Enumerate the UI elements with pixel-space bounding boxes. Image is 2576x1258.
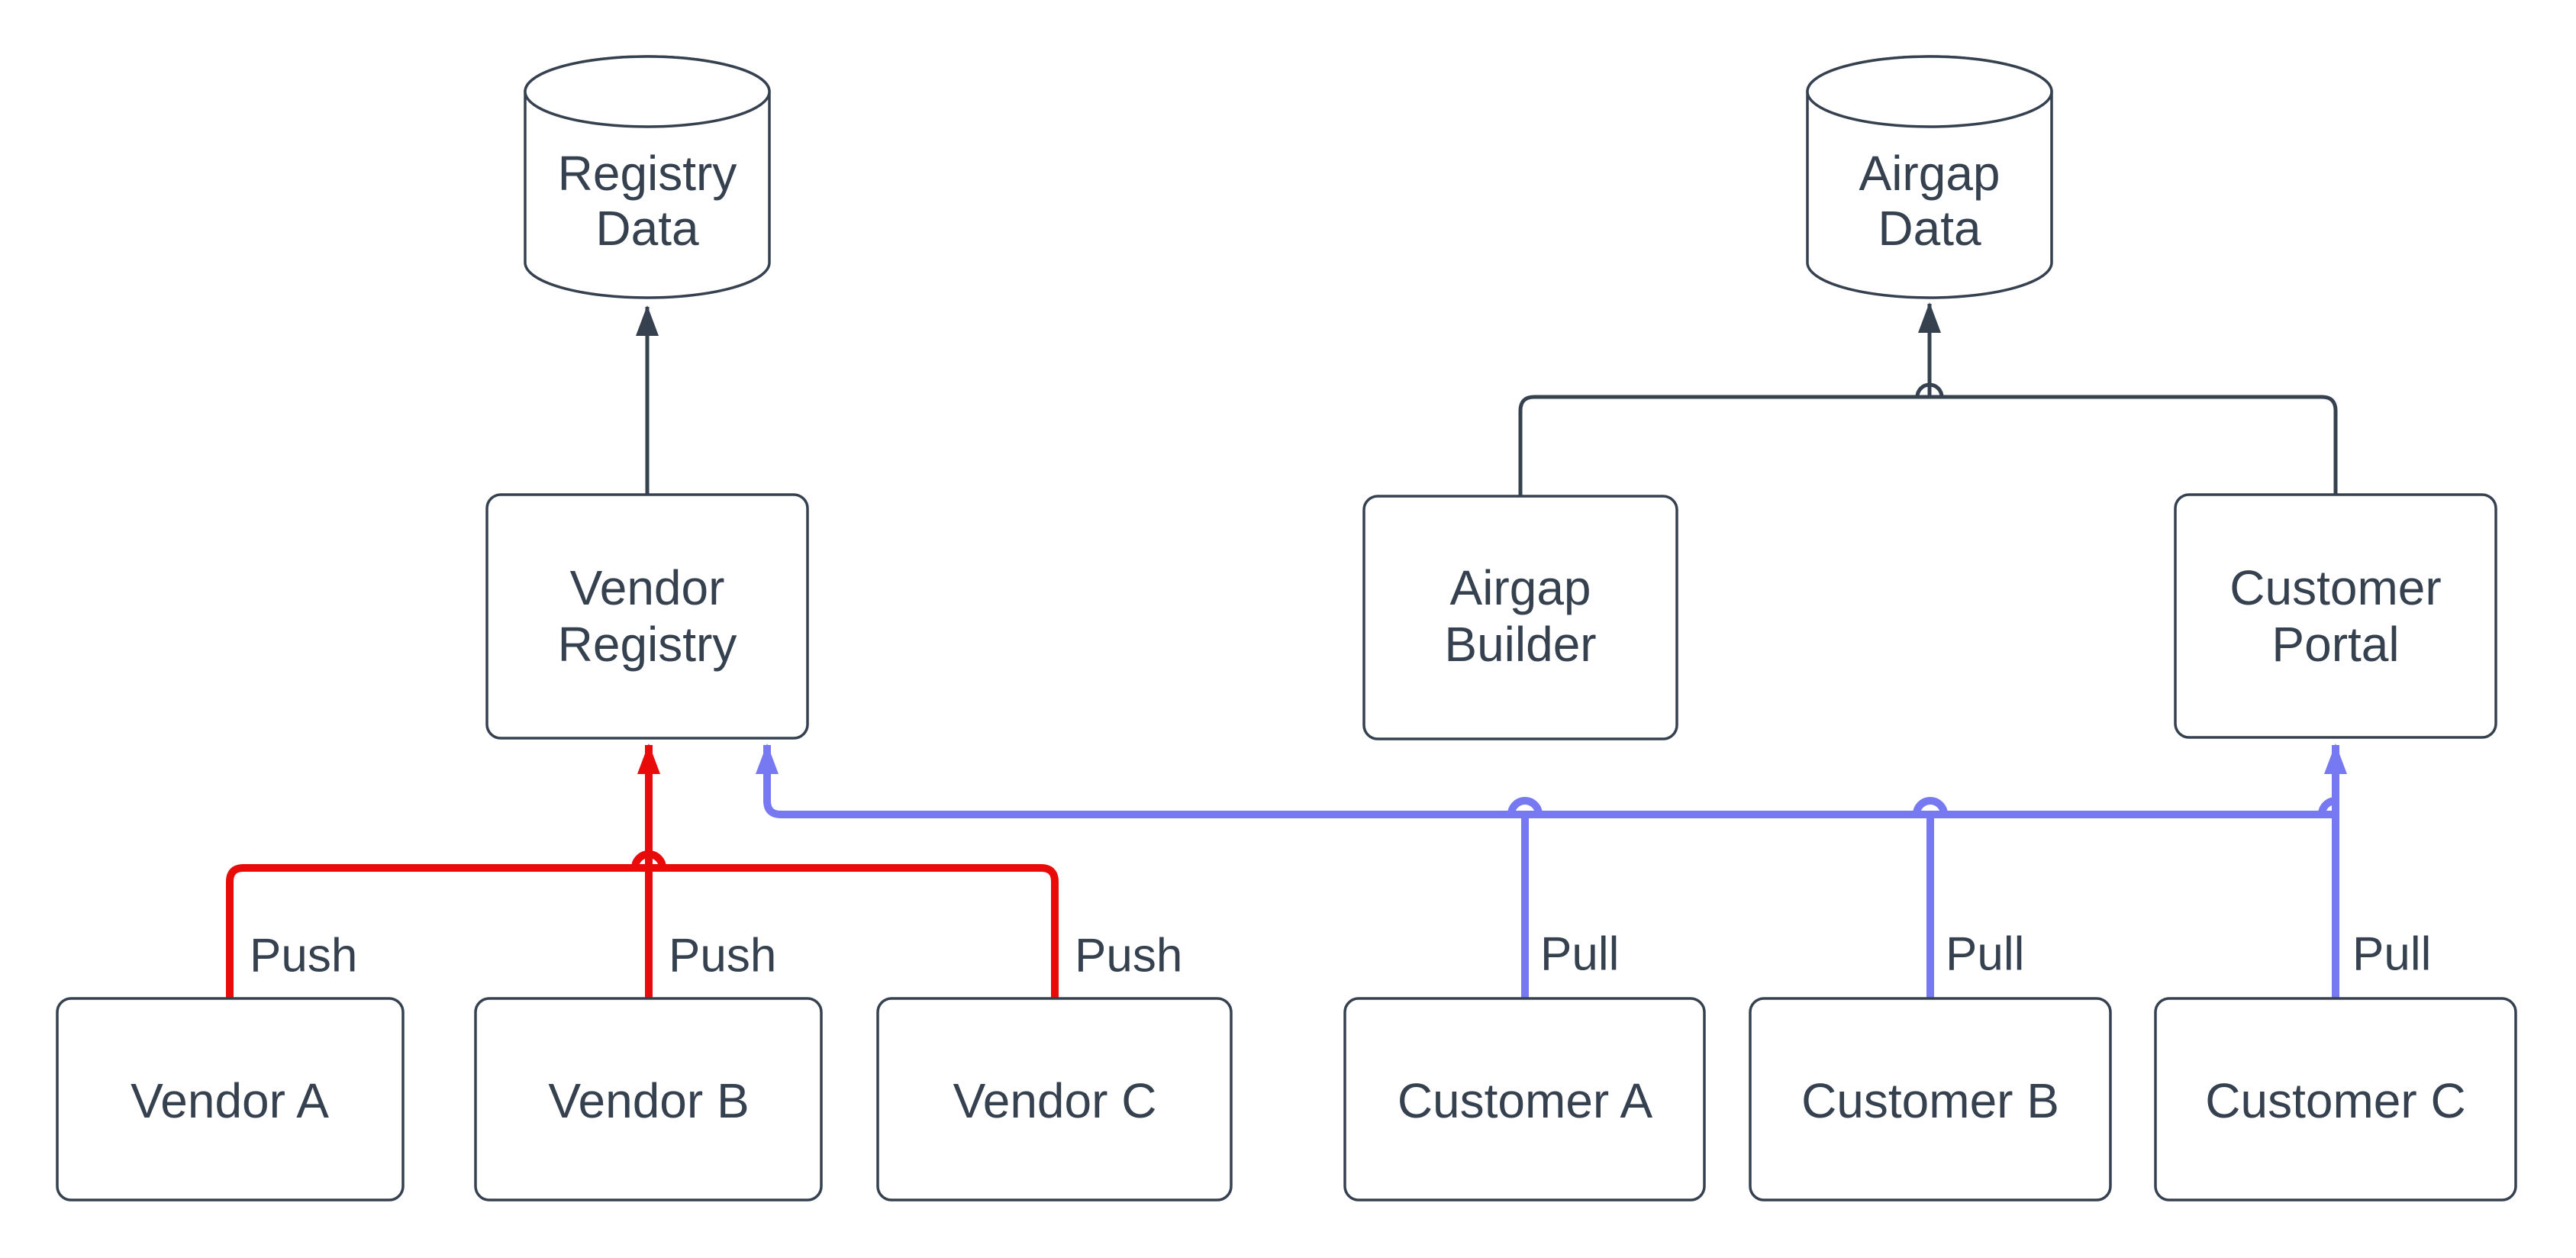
customer-portal-label-line2: Portal — [2271, 617, 2399, 672]
customer-b-label: Customer B — [1801, 1073, 2059, 1128]
box-customer-b: Customer B — [1749, 997, 2112, 1202]
junction-bump-pull-c — [2318, 797, 2336, 815]
box-vendor-b-rect — [474, 997, 823, 1202]
box-customer-c: Customer C — [2154, 997, 2517, 1202]
edge-vendor-a-push — [226, 864, 649, 998]
box-airgap-builder: Airgap Builder — [1362, 495, 1678, 740]
vendor-registry-label-line2: Registry — [558, 617, 737, 672]
box-airgap-builder-rect — [1362, 495, 1678, 740]
edge-group-pull — [756, 744, 2347, 998]
edge-vendor-c-push — [649, 864, 1059, 998]
registry-data-label-line1: Registry — [558, 146, 737, 201]
pull-label-customer-a: Pull — [1540, 928, 1619, 981]
pull-label-customer-b: Pull — [1946, 928, 2024, 981]
box-vendor-registry-rect — [485, 493, 809, 740]
cylinder-airgap-data: Airgap Data — [1806, 55, 2053, 299]
customer-a-label: Customer A — [1398, 1073, 1653, 1128]
box-customer-b-rect — [1749, 997, 2112, 1202]
cylinder-airgap-data-rim — [1806, 55, 2053, 128]
push-label-vendor-a: Push — [250, 930, 357, 982]
edge-pull-bus-to-vendor-registry — [756, 744, 2336, 818]
airgap-data-label-line2: Data — [1878, 201, 1981, 256]
box-vendor-c-rect — [876, 997, 1233, 1202]
vendor-b-label: Vendor B — [548, 1073, 749, 1128]
junction-bump-airgap-bus — [1915, 382, 1944, 398]
box-customer-c-rect — [2154, 997, 2517, 1202]
push-label-vendor-b: Push — [669, 930, 776, 982]
customer-c-label: Customer C — [2205, 1073, 2465, 1128]
box-vendor-c: Vendor C — [876, 997, 1233, 1202]
edge-group-push — [226, 744, 1059, 998]
vendor-a-label: Vendor A — [131, 1073, 329, 1128]
edge-labels: Push Push Push Pull Pull Pull — [250, 928, 2431, 982]
airgap-data-label-line1: Airgap — [1859, 146, 2001, 201]
junction-bump-pull-b — [1913, 797, 1948, 815]
pull-label-customer-c: Pull — [2352, 928, 2431, 981]
box-customer-a-rect — [1343, 997, 1706, 1202]
airgap-builder-label-line1: Airgap — [1450, 560, 1591, 615]
box-vendor-a-rect — [56, 997, 405, 1202]
junction-bump-pull-a — [1507, 797, 1543, 815]
box-vendor-registry: Vendor Registry — [485, 493, 809, 740]
customer-portal-label-line1: Customer — [2229, 560, 2441, 615]
box-customer-portal: Customer Portal — [2174, 493, 2497, 739]
airgap-builder-label-line2: Builder — [1444, 617, 1596, 672]
registry-data-label-line2: Data — [595, 201, 699, 256]
cylinder-registry-data: Registry Data — [524, 55, 771, 299]
box-vendor-a: Vendor A — [56, 997, 405, 1202]
box-customer-a: Customer A — [1343, 997, 1706, 1202]
box-customer-portal-rect — [2174, 493, 2497, 739]
cylinder-registry-data-rim — [524, 55, 771, 128]
edge-group-storage — [636, 302, 2338, 496]
edge-airgap-builder-customer-portal-bus — [1518, 395, 2338, 496]
push-label-vendor-c: Push — [1075, 930, 1182, 982]
vendor-c-label: Vendor C — [953, 1073, 1157, 1128]
box-vendor-b: Vendor B — [474, 997, 823, 1202]
vendor-registry-label-line1: Vendor — [570, 560, 725, 615]
junction-bump-push — [631, 850, 666, 869]
